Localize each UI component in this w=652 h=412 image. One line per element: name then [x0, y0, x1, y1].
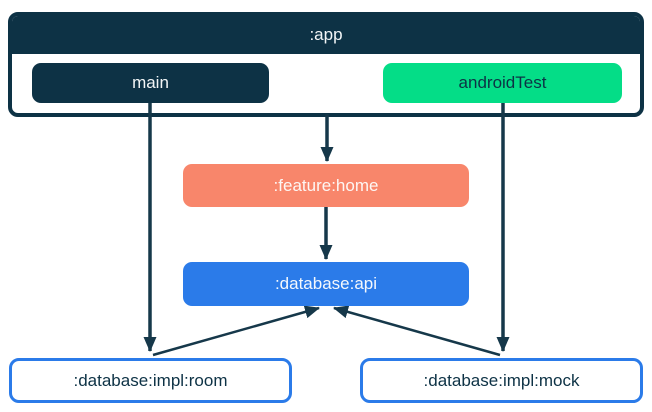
node-android-test: androidTest [383, 63, 622, 103]
node-main: main [32, 63, 269, 103]
node-app-header: :app [12, 16, 640, 54]
node-database-api: :database:api [183, 262, 469, 306]
edge-database-impl-room-to-database-api [152, 305, 320, 357]
node-database-impl-room: :database:impl:room [9, 358, 292, 403]
edge-database-impl-mock-to-database-api [333, 305, 501, 357]
node-database-impl-mock: :database:impl:mock [360, 358, 643, 403]
node-feature-home: :feature:home [183, 164, 469, 207]
node-app-label: :app [309, 25, 343, 44]
